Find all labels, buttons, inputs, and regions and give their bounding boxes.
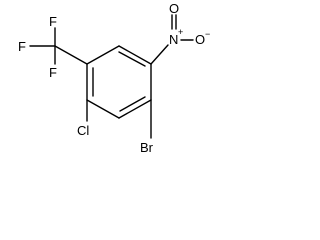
nitro-oxygen-right-label: O: [195, 32, 205, 47]
bromine-substituent: Br: [140, 99, 154, 155]
trifluoromethyl-group: F F F: [18, 14, 88, 80]
ring-bond-c5-c6: [118, 99, 152, 119]
nitro-oxygen-top-label: O: [169, 1, 179, 16]
benzene-ring: [86, 45, 152, 119]
bromine-label: Br: [140, 140, 154, 155]
fluorine-left-label: F: [18, 39, 26, 54]
ring-bond-c2-c3: [86, 45, 120, 65]
nitro-nitrogen-charge: +: [178, 27, 183, 37]
nitro-oxygen-charge: −: [205, 29, 210, 39]
bond-ring-to-cf3-carbon: [54, 45, 88, 65]
ring-double-bond-inner-c5-c6: [119, 96, 146, 112]
molecule-structure-drawing: N + O O − F F F Cl Br: [18, 1, 210, 155]
ring-bond-c4-c5: [86, 99, 120, 119]
chlorine-substituent: Cl: [77, 99, 89, 138]
ring-double-bond-inner-c1-c2: [118, 51, 146, 67]
nitro-nitrogen-label: N: [169, 32, 178, 47]
fluorine-top-label: F: [49, 14, 57, 29]
fluorine-bottom-label: F: [49, 65, 57, 80]
ring-bond-c1-c2: [118, 45, 152, 65]
nitro-group: N + O O −: [150, 1, 210, 65]
bond-ring-to-nitro-n: [150, 44, 169, 65]
chlorine-label: Cl: [77, 123, 89, 138]
